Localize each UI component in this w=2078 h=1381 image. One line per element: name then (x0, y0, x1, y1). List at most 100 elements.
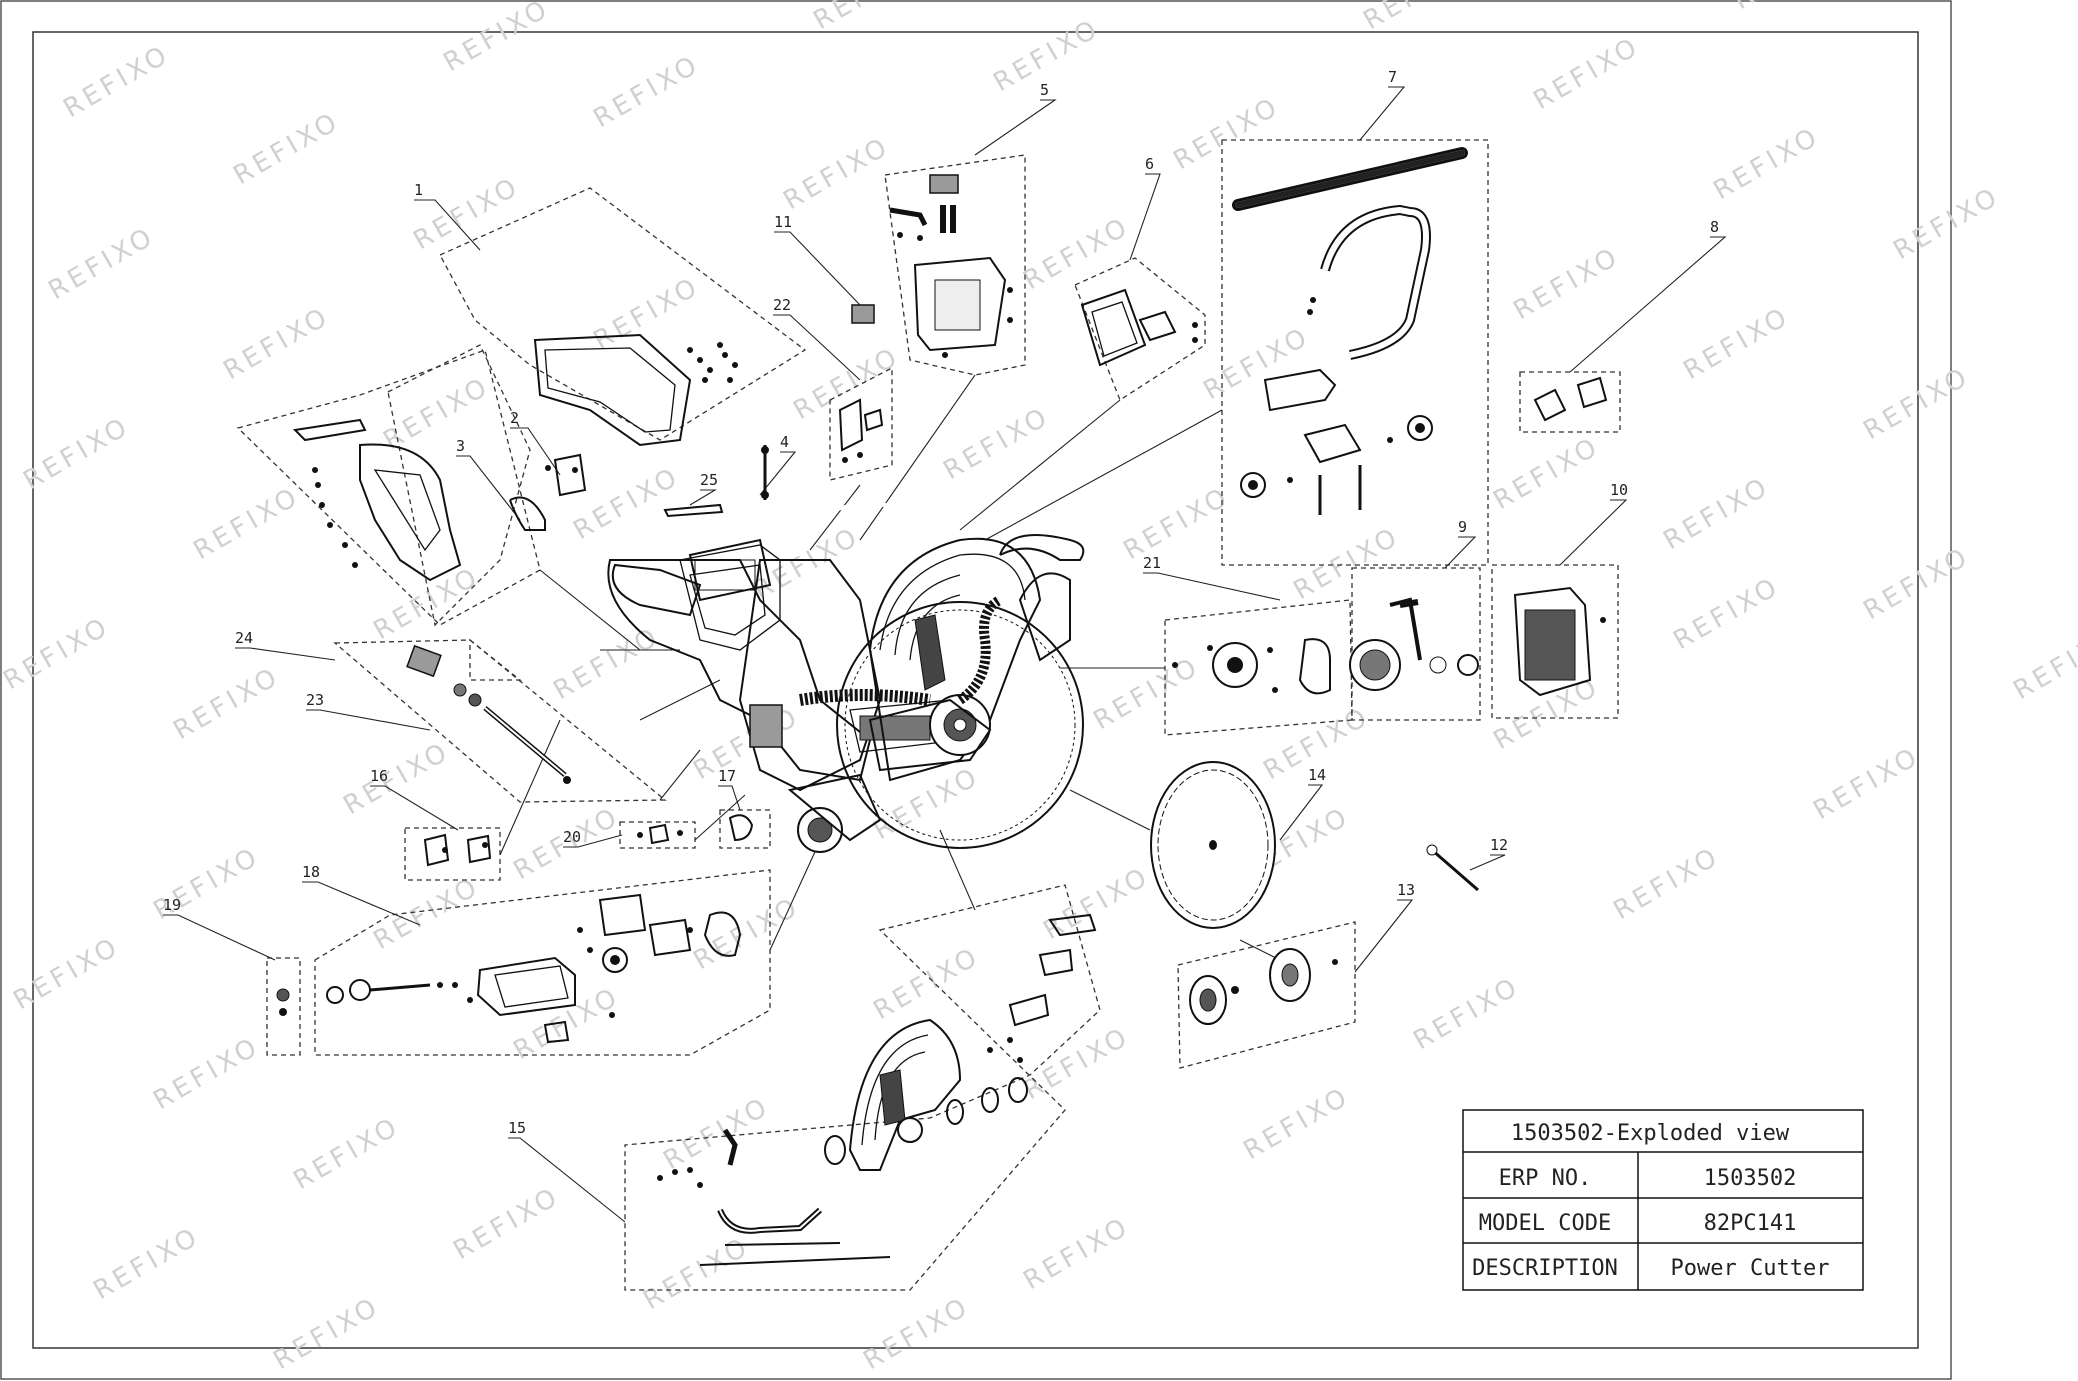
erp-no-label: ERP NO. (1499, 1166, 1592, 1191)
leader-19 (163, 914, 276, 961)
group-box-20 (619, 821, 696, 849)
callout-21: 21 (1143, 554, 1161, 572)
watermark-text: REFIXO (379, 371, 496, 456)
leader-11 (774, 231, 861, 306)
watermark-text: REFIXO (789, 341, 906, 426)
part-17-knob (728, 814, 754, 842)
watermark-text: REFIXO (189, 481, 306, 566)
leader-18 (302, 881, 421, 926)
callout-10: 10 (1610, 481, 1628, 499)
watermark-text: REFIXO (549, 621, 666, 706)
watermark-text: REFIXO (569, 461, 686, 546)
group-box-7 (1221, 139, 1489, 566)
callout-11: 11 (774, 213, 792, 231)
watermark-text: REFIXO (1669, 571, 1786, 656)
leader-15 (508, 1137, 626, 1223)
watermark-text: REFIXO (1489, 671, 1606, 756)
watermark-text: REFIXO (589, 49, 706, 134)
group-box-13 (1177, 921, 1356, 1069)
group-box-5 (884, 154, 1026, 376)
part-21-fan-cover (1172, 638, 1331, 695)
part-19-gear (276, 988, 290, 1016)
leader-4 (759, 451, 797, 496)
part-14-diamond-blade (1150, 761, 1276, 929)
callout-20: 20 (563, 828, 581, 846)
model-code-value: 82PC141 (1704, 1211, 1797, 1236)
leader-lines (163, 86, 1727, 1223)
part-1b-side-cover (292, 418, 462, 582)
description-value: Power Cutter (1671, 1256, 1830, 1281)
callout-24: 24 (235, 629, 253, 647)
leader-14 (1279, 784, 1324, 841)
callout-19: 19 (163, 896, 181, 914)
callout-16: 16 (370, 767, 388, 785)
callout-3: 3 (456, 437, 465, 455)
watermark-text: REFIXO (1729, 0, 1846, 16)
part-23-24-shaft (406, 644, 571, 784)
group-box-10 (1491, 564, 1619, 719)
group-box-8 (1519, 371, 1621, 433)
watermark-text: REFIXO (869, 761, 986, 846)
leader-13 (1354, 899, 1414, 973)
power-cutter-assembly (607, 503, 1085, 853)
callout-12: 12 (1490, 836, 1508, 854)
leader-3 (456, 455, 521, 521)
watermark-text: REFIXO (369, 561, 486, 646)
group-box-22 (829, 366, 893, 481)
leader-8 (1569, 236, 1727, 373)
watermark-text: REFIXO (1019, 211, 1136, 296)
watermark-text: REFIXO (1089, 651, 1206, 736)
watermark-text: REFIXO (869, 941, 986, 1026)
leader-7 (1359, 86, 1406, 141)
watermark-text: REFIXO (589, 271, 706, 356)
watermark-text: REFIXO (1889, 181, 2006, 266)
callout-25: 25 (700, 471, 718, 489)
watermark-text: REFIXO (1609, 841, 1726, 926)
description-label: DESCRIPTION (1472, 1256, 1618, 1281)
watermark-text: REFIXO (809, 0, 926, 36)
callout-9: 9 (1458, 518, 1467, 536)
watermark-text: REFIXO (1019, 1021, 1136, 1106)
part-16-clips (423, 833, 492, 867)
watermark-text: REFIXO (169, 661, 286, 746)
watermark-text: REFIXO (0, 611, 115, 696)
leader-20 (563, 834, 623, 848)
watermark-text: REFIXO (2009, 621, 2078, 706)
leader-17 (718, 785, 741, 811)
watermark-text: REFIXO (939, 401, 1056, 486)
watermark-text: REFIXO (1809, 741, 1926, 826)
leader-23 (306, 709, 431, 731)
group-box-19 (266, 957, 301, 1056)
part-15-guard-assembly (657, 913, 1097, 1266)
part-12-wrench (1426, 844, 1479, 892)
watermark-text: REFIXO (9, 931, 126, 1016)
callout-22: 22 (773, 296, 791, 314)
leader-9 (1444, 536, 1477, 569)
leader-10 (1559, 499, 1628, 566)
watermark-text: REFIXO (1289, 521, 1406, 606)
leader-16 (370, 785, 459, 831)
sheet-border (0, 0, 1952, 1380)
watermark-text: REFIXO (1679, 301, 1796, 386)
part-13-flanges (1189, 948, 1338, 1025)
watermark-text: REFIXO (1709, 121, 1826, 206)
watermark-text: REFIXO (1019, 1211, 1136, 1296)
watermark-text: REFIXO (1039, 861, 1156, 946)
callout-2: 2 (510, 409, 519, 427)
leader-6 (1129, 173, 1161, 261)
part-5-battery-box (889, 174, 1013, 358)
watermark-text: REFIXO (1859, 361, 1976, 446)
group-box-23-24 (333, 639, 667, 803)
leader-5 (974, 99, 1057, 156)
callout-17: 17 (718, 767, 736, 785)
drawing-frame (32, 31, 1919, 1349)
watermark-text: REFIXO (59, 39, 176, 124)
watermark-text: REFIXO (1859, 541, 1976, 626)
callout-8: 8 (1710, 218, 1719, 236)
part-1-housing-cover (533, 333, 738, 447)
callout-18: 18 (302, 863, 320, 881)
watermark-text: REFIXO (229, 106, 346, 191)
group-box-1b (236, 349, 541, 626)
watermark-text: REFIXO (339, 736, 456, 821)
